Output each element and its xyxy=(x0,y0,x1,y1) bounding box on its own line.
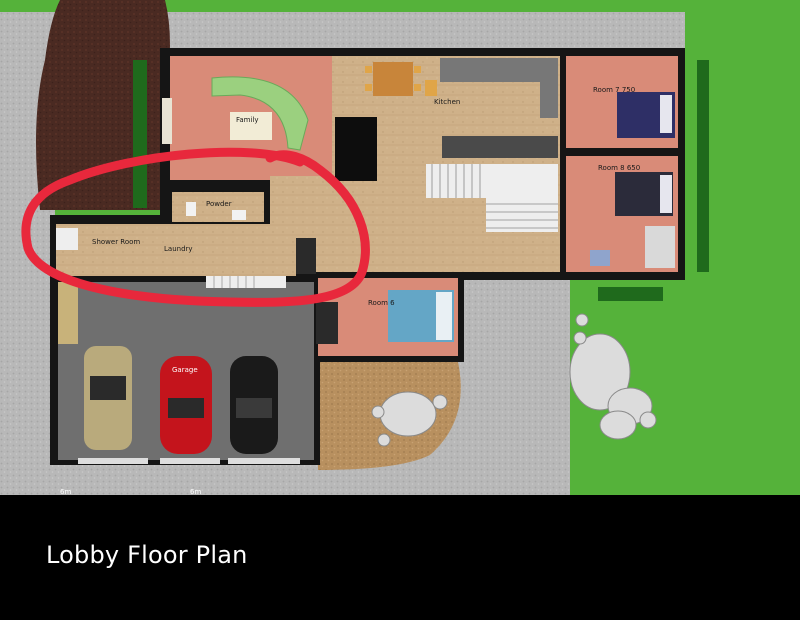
sectional-sofa xyxy=(211,76,309,151)
label-powder: Powder xyxy=(206,200,232,208)
dining-table xyxy=(373,62,413,96)
kitchen-counter xyxy=(440,58,558,82)
label-room-6: Room 6 xyxy=(368,299,395,307)
coffee-table xyxy=(230,112,272,140)
label-room-7: Room 7 750 xyxy=(593,86,635,94)
dimension-left: 6m xyxy=(60,488,71,495)
label-garage: Garage xyxy=(172,366,198,374)
dimension-right: 6m xyxy=(190,488,201,495)
label-shower-room: Shower Room xyxy=(92,238,140,246)
staircase xyxy=(426,164,558,232)
car-suv xyxy=(84,346,132,450)
label-family: Family xyxy=(236,116,259,124)
garden-rocks xyxy=(371,313,657,447)
caption-text: Lobby Floor Plan xyxy=(46,541,248,569)
red-highlight-circle xyxy=(21,147,370,307)
kitchen-island xyxy=(442,136,558,158)
floor-plan-drawing: Family Kitchen Powder Shower Room Laundr… xyxy=(0,0,800,495)
caption-bar xyxy=(0,495,800,620)
room-laundry xyxy=(56,224,296,276)
car-black xyxy=(230,356,278,454)
hedge-row-left xyxy=(133,60,147,208)
car-red xyxy=(160,356,212,454)
label-room-8: Room 8 650 xyxy=(598,164,640,172)
label-laundry: Laundry xyxy=(164,245,193,253)
fireplace xyxy=(335,117,377,181)
hedge-row-small xyxy=(598,287,663,301)
mulch-bed xyxy=(36,0,170,210)
label-kitchen: Kitchen xyxy=(434,98,460,106)
hedge-row-right xyxy=(697,60,709,272)
